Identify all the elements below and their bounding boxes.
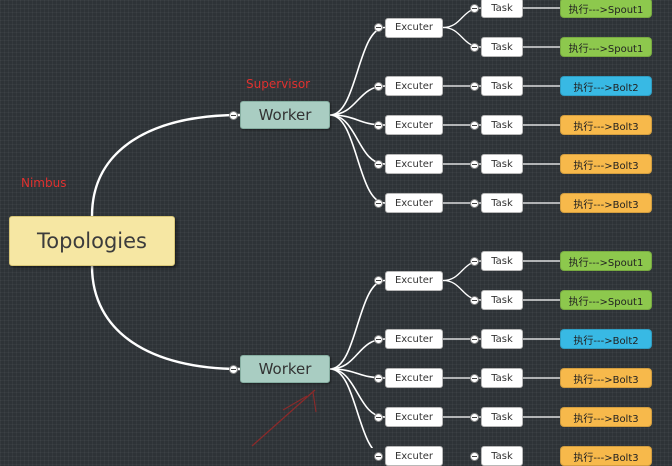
collapse-toggle-icon[interactable] [373,81,383,91]
executor-node[interactable]: Excuter [385,115,443,135]
executor-node[interactable]: Excuter [385,193,443,213]
target-bolt2-node[interactable]: 执行--->Bolt2 [560,76,652,96]
collapse-toggle-icon[interactable] [373,23,383,32]
collapse-toggle-icon[interactable] [373,120,383,130]
collapse-toggle-icon[interactable] [228,110,238,120]
connector-line [90,264,242,371]
collapse-toggle-icon[interactable] [373,198,383,208]
collapse-toggle-icon[interactable] [469,412,479,422]
task-node[interactable]: Task [481,0,523,18]
executor-node[interactable]: Excuter [385,17,443,38]
target-bolt3-node[interactable]: 执行--->Bolt3 [560,115,652,135]
task-node[interactable]: Task [481,37,523,57]
task-node[interactable]: Task [481,446,523,466]
collapse-toggle-icon[interactable] [469,198,479,208]
executor-node[interactable]: Excuter [385,407,443,427]
collapse-toggle-icon[interactable] [469,120,479,130]
target-bolt3-node[interactable]: 执行--->Bolt3 [560,407,652,427]
collapse-toggle-icon[interactable] [469,81,479,91]
task-node[interactable]: Task [481,115,523,135]
collapse-toggle-icon[interactable] [469,373,479,383]
collapse-toggle-icon[interactable] [469,159,479,169]
collapse-toggle-icon[interactable] [373,373,383,383]
nimbus-annotation: Nimbus [21,176,67,190]
task-node[interactable]: Task [481,154,523,174]
executor-node[interactable]: Excuter [385,270,443,291]
target-spout-node[interactable]: 执行--->Spout1 [560,251,652,271]
executor-node[interactable]: Excuter [385,446,443,466]
target-spout-node[interactable]: 执行--->Spout1 [560,0,652,18]
task-node[interactable]: Task [481,290,523,310]
target-spout-node[interactable]: 执行--->Spout1 [560,290,652,310]
connector-line [329,368,374,448]
topologies-node[interactable]: Topologies [9,216,175,266]
collapse-toggle-icon[interactable] [373,276,383,285]
collapse-toggle-icon[interactable] [469,451,479,461]
target-bolt3-node[interactable]: 执行--->Bolt3 [560,446,652,466]
collapse-toggle-icon[interactable] [228,364,238,374]
target-bolt3-node[interactable]: 执行--->Bolt3 [560,368,652,388]
task-node[interactable]: Task [481,76,523,96]
executor-node[interactable]: Excuter [385,154,443,174]
task-node[interactable]: Task [481,193,523,213]
collapse-toggle-icon[interactable] [373,412,383,422]
task-node[interactable]: Task [481,329,523,349]
executor-node[interactable]: Excuter [385,329,443,349]
executor-node[interactable]: Excuter [385,76,443,96]
collapse-toggle-icon[interactable] [469,256,479,266]
task-node[interactable]: Task [481,368,523,388]
target-bolt2-node[interactable]: 执行--->Bolt2 [560,329,652,349]
target-bolt3-node[interactable]: 执行--->Bolt3 [560,193,652,213]
task-node[interactable]: Task [481,251,523,271]
target-spout-node[interactable]: 执行--->Spout1 [560,37,652,57]
connector-line [90,113,242,218]
collapse-toggle-icon[interactable] [469,334,479,344]
collapse-toggle-icon[interactable] [469,295,479,305]
collapse-toggle-icon[interactable] [469,42,479,52]
collapse-toggle-icon[interactable] [373,451,383,461]
collapse-toggle-icon[interactable] [373,159,383,169]
worker-node[interactable]: Worker [240,355,330,383]
supervisor-annotation: Supervisor [246,77,311,91]
collapse-toggle-icon[interactable] [373,334,383,344]
task-node[interactable]: Task [481,407,523,427]
worker-node[interactable]: Worker [240,101,330,129]
executor-node[interactable]: Excuter [385,368,443,388]
collapse-toggle-icon[interactable] [469,3,479,13]
target-bolt3-node[interactable]: 执行--->Bolt3 [560,154,652,174]
